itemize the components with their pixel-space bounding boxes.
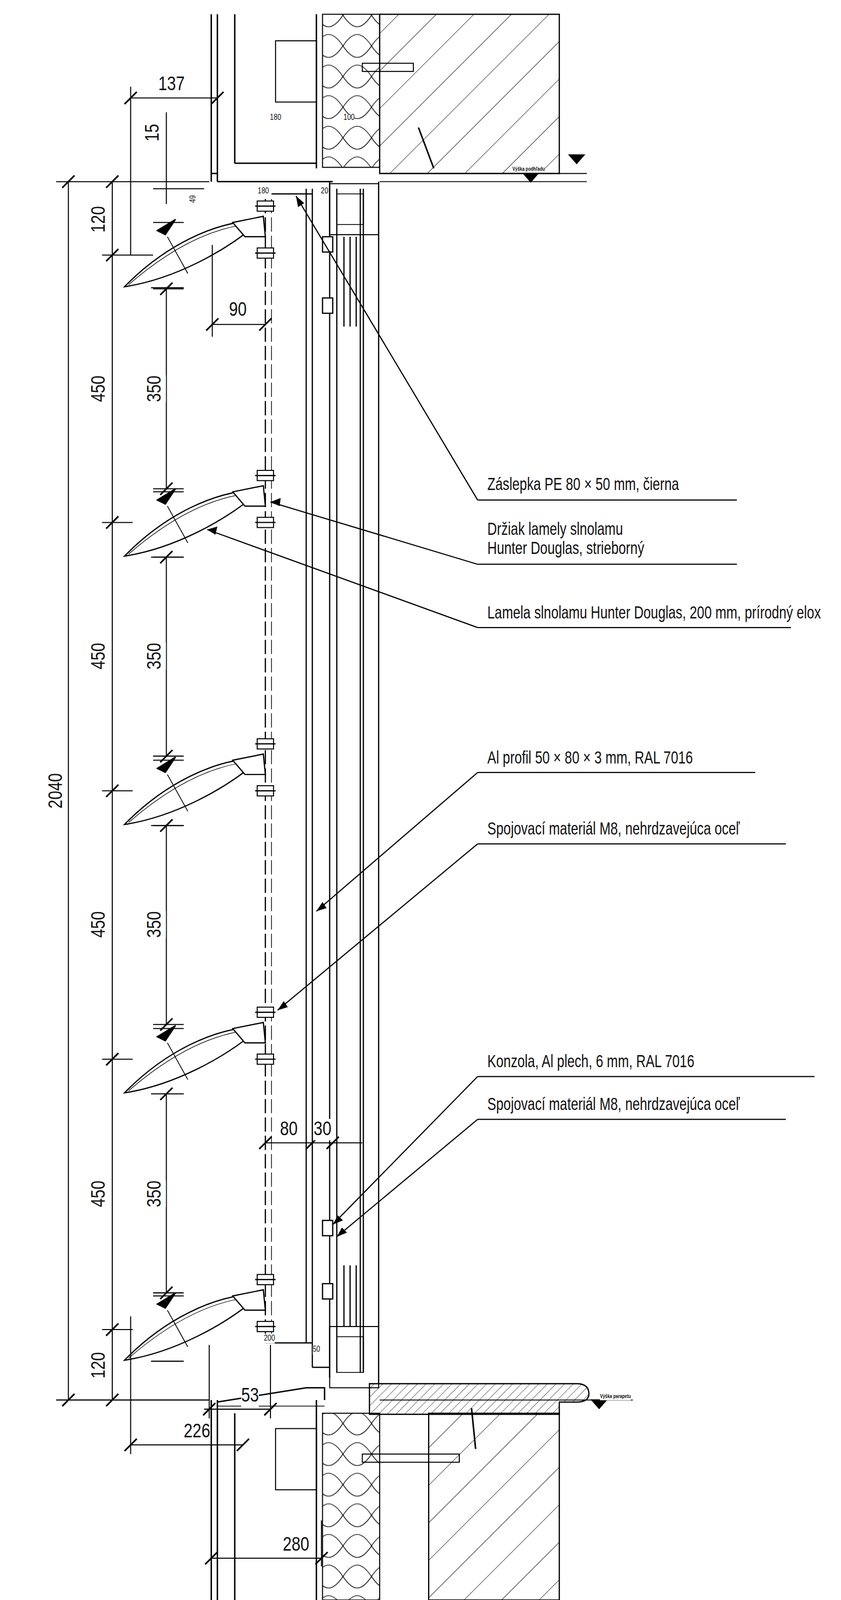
dimension-value: 200 <box>263 1334 275 1344</box>
dimension-value: 280 <box>282 1533 310 1556</box>
level-note: Výška parapetu <box>599 1393 631 1400</box>
dimension-value: 2040 <box>45 773 67 809</box>
dimension-value: 20 <box>320 187 329 197</box>
dimension-value: 350 <box>144 910 166 938</box>
dimension-value: 100 <box>343 113 355 123</box>
dimension-value: 450 <box>88 910 110 938</box>
callout-text: Spojovací materiál M8, nehrdzavejúca oce… <box>485 1095 742 1115</box>
dimension-value: 450 <box>88 1180 110 1208</box>
dimension-value: 80 <box>279 1118 298 1141</box>
dimension-value: 137 <box>158 74 185 96</box>
dimension-value: 15 <box>142 123 164 142</box>
dimension-value: 49 <box>189 195 199 203</box>
callout-text: Spojovací materiál M8, nehrdzavejúca oce… <box>485 820 742 840</box>
callout-text: Držiak lamely slnolamu Hunter Douglas, s… <box>485 520 662 559</box>
dimension-value: 350 <box>144 1180 166 1208</box>
dimension-value: 450 <box>88 642 110 670</box>
callout-text: Záslepka PE 80 × 50 mm, čierna <box>485 475 681 495</box>
callout-text: Konzola, Al plech, 6 mm, RAL 7016 <box>485 1053 696 1073</box>
dimension-value: 350 <box>144 375 166 403</box>
dimension-value: 180 <box>269 113 282 123</box>
dimension-value: 90 <box>229 299 247 321</box>
callout-text: Al profil 50 × 80 × 3 mm, RAL 7016 <box>485 748 695 768</box>
dimension-value: 53 <box>241 1385 259 1407</box>
dimension-value: 30 <box>313 1118 332 1141</box>
level-note: Výška podhľadu <box>512 166 546 173</box>
callout-text: Lamela slnolamu Hunter Douglas, 200 mm, … <box>485 603 823 623</box>
dimension-value: 50 <box>312 1345 321 1355</box>
dimension-value: 120 <box>88 205 110 233</box>
dimension-value: 120 <box>88 1352 110 1379</box>
dimension-value: 450 <box>88 375 110 403</box>
dimension-value: 350 <box>144 642 166 670</box>
dimension-value: 180 <box>257 187 269 197</box>
dimension-value: 226 <box>183 1421 211 1443</box>
